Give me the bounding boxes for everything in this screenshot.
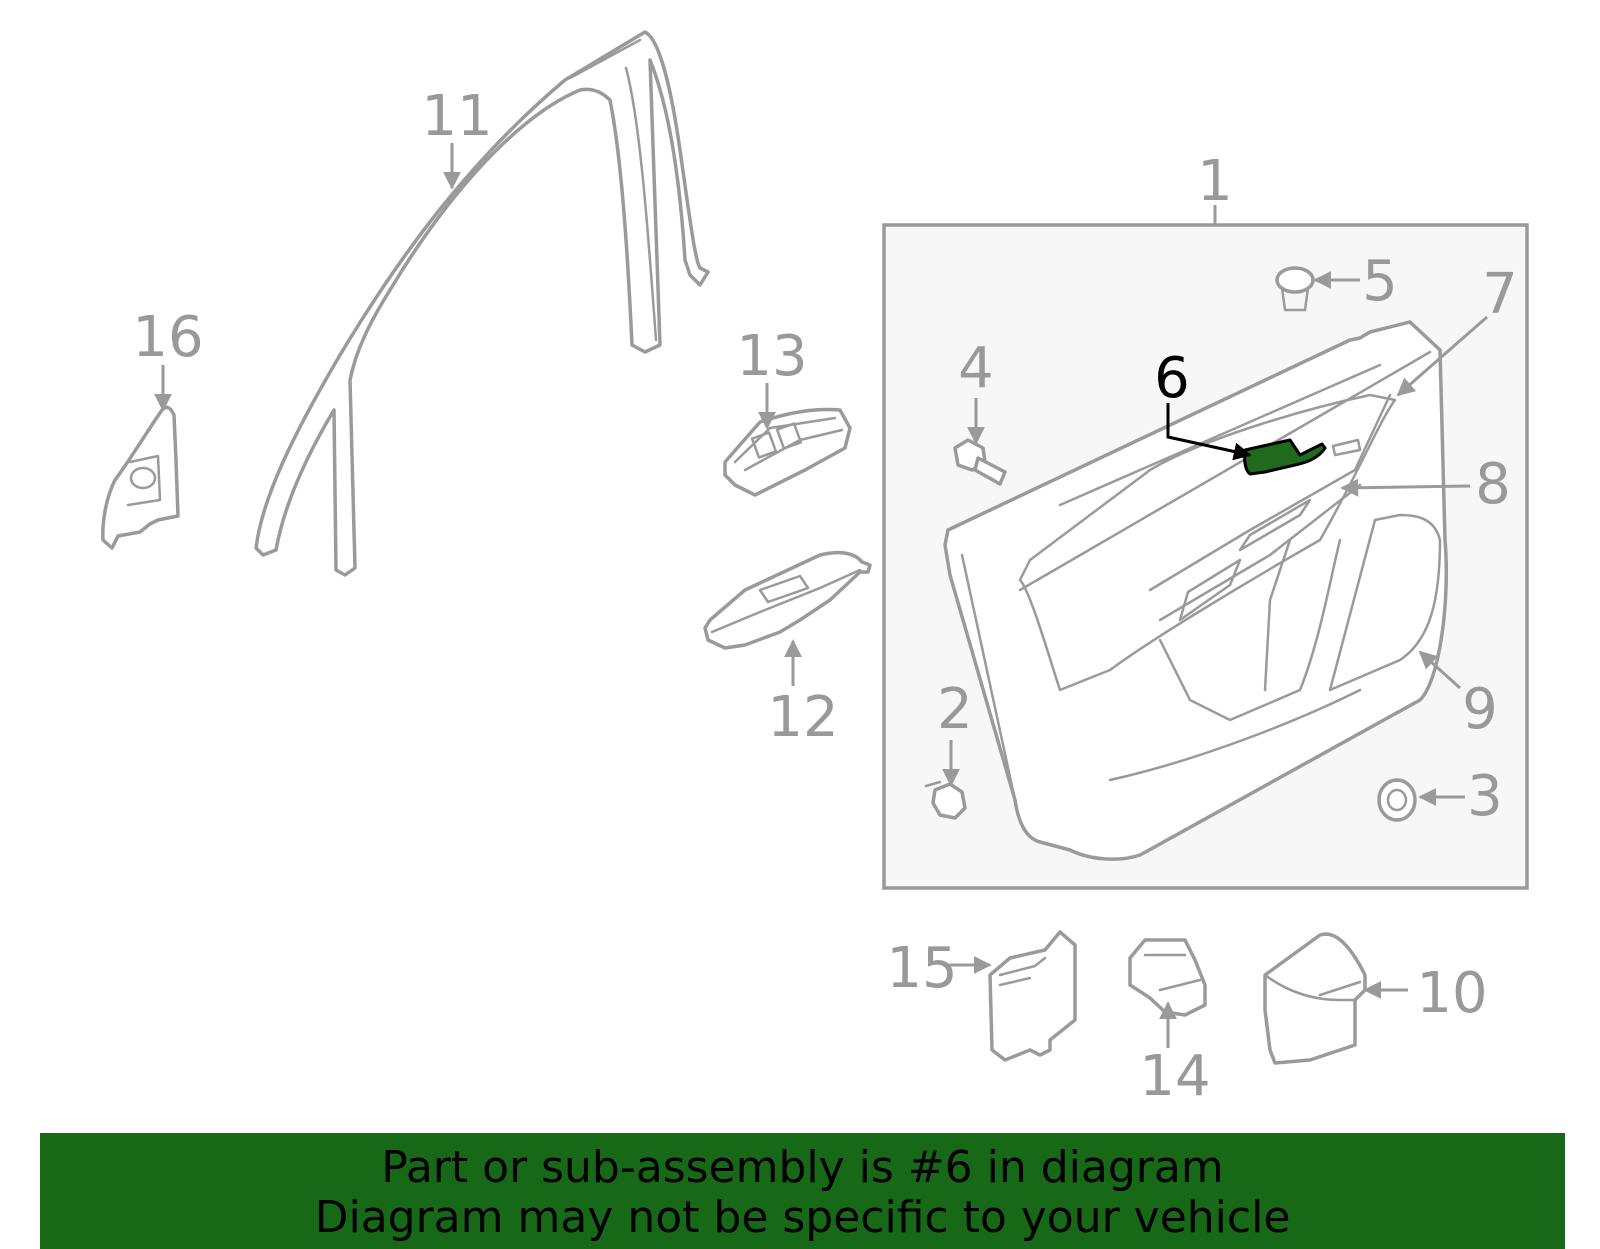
callout-7: 7 (1482, 262, 1518, 327)
part-10-cup-holder[interactable] (1263, 932, 1367, 1065)
callout-15: 15 (886, 936, 957, 1001)
part-16-mirror-cover[interactable] (101, 405, 180, 550)
callout-4: 4 (958, 336, 994, 401)
callout-2: 2 (937, 677, 973, 742)
callout-11: 11 (421, 84, 492, 149)
callout-8: 8 (1475, 452, 1511, 517)
part-14-switch[interactable] (1128, 938, 1207, 1017)
part-3-grommet[interactable] (1377, 778, 1417, 822)
banner-line-2: Diagram may not be specific to your vehi… (314, 1192, 1291, 1243)
part-13-switch[interactable] (723, 407, 852, 497)
leader-lines (154, 143, 1488, 1048)
part-11-window-molding[interactable] (254, 30, 710, 577)
info-banner: Part or sub-assembly is #6 in diagram Di… (40, 1133, 1565, 1249)
part-6-pull-handle[interactable] (1243, 438, 1327, 476)
part-12-switch[interactable] (703, 550, 872, 650)
part-1-door-panel[interactable] (943, 320, 1448, 861)
callout-1: 1 (1197, 149, 1233, 214)
callout-10: 10 (1416, 961, 1487, 1026)
callout-9: 9 (1462, 677, 1498, 742)
part-5-clip[interactable] (1275, 266, 1315, 312)
callout-12: 12 (767, 685, 838, 750)
callout-13: 13 (736, 324, 807, 389)
callout-3: 3 (1467, 764, 1503, 829)
callout-5: 5 (1362, 249, 1398, 314)
callout-14: 14 (1139, 1044, 1210, 1109)
part-15-module[interactable] (988, 930, 1077, 1062)
callout-16: 16 (132, 305, 203, 370)
callout-6: 6 (1154, 346, 1190, 411)
banner-line-1: Part or sub-assembly is #6 in diagram (381, 1142, 1224, 1193)
